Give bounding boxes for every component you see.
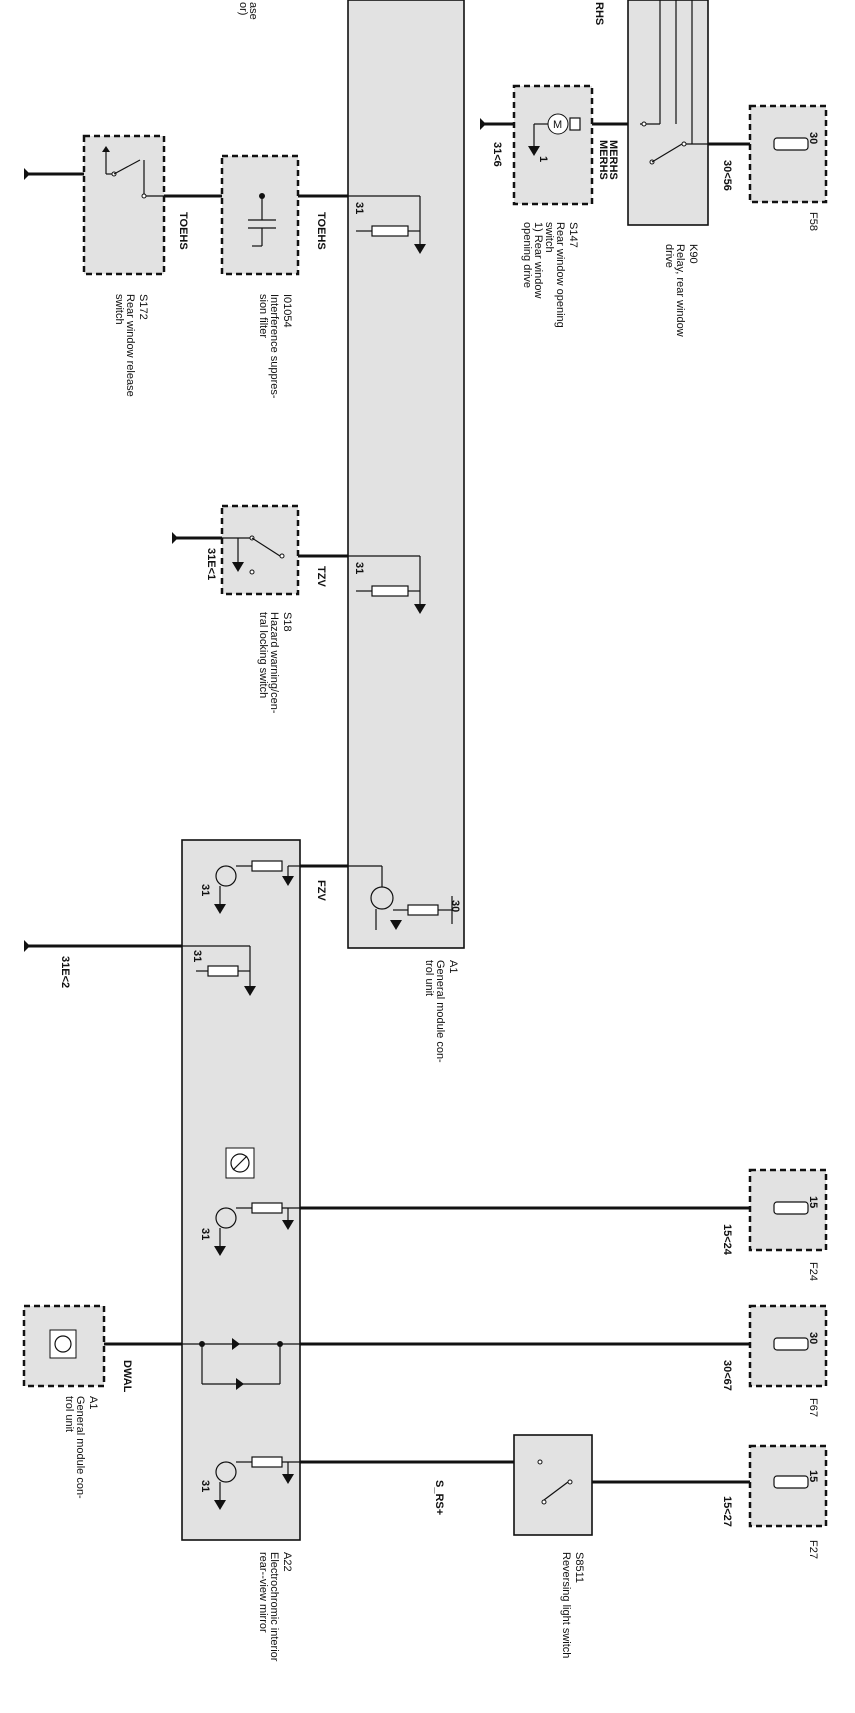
- s18-switch-box: [220, 504, 300, 596]
- s8511-id: S8511: [573, 1552, 585, 1583]
- a22-mirror-icon: [225, 1147, 255, 1179]
- partial-label-2: or): [237, 2, 249, 15]
- s172-desc-1: Rear window release: [124, 294, 136, 397]
- a22-desc-2: rear--view mirror: [257, 1552, 269, 1633]
- s8511-switch-symbol: [537, 1459, 573, 1505]
- s172-switch-box: [82, 134, 166, 276]
- i01054-filter-box: [220, 154, 300, 276]
- wire-label-tzv: TZV: [315, 566, 327, 587]
- a1-pin-31-top: [348, 195, 426, 254]
- a1-pin-31-mid: [348, 555, 426, 614]
- f27-id: F27: [807, 1540, 819, 1559]
- partial-label-1: ase: [247, 2, 259, 20]
- pin-31-a: 31: [353, 202, 365, 214]
- s172-switch-symbol: [102, 146, 164, 199]
- a1b-module-icon: [49, 1329, 77, 1359]
- a1-desc-2: trol unit: [423, 960, 435, 996]
- i01054-desc-2: sion filter: [257, 294, 269, 338]
- a22-mirror-box: [181, 839, 301, 1541]
- pin-31-a22-3: 31: [199, 1228, 211, 1240]
- terminal-label-30-56: 30<56: [721, 160, 733, 191]
- f24-id: F24: [807, 1262, 819, 1281]
- s147-motor-symbol: M: [528, 113, 581, 156]
- f58-fuse-box: [748, 104, 828, 204]
- s18-desc-1: Hazard warning/cen-: [268, 612, 280, 714]
- a22-transistor-1: [214, 860, 300, 914]
- wire-label-toehs-1: TOEHS: [177, 212, 189, 250]
- wire-label-fzv: FZV: [315, 880, 327, 901]
- f24-fuse-symbol: [773, 1201, 809, 1215]
- f58-id: F58: [807, 212, 819, 231]
- wire-label-dwal: DWAL: [121, 1360, 133, 1393]
- pin-31-b: 31: [353, 562, 365, 574]
- f67-fuse-symbol: [773, 1337, 809, 1351]
- pin-30-f58: 30: [807, 132, 819, 144]
- wire-label-toehs-2: TOEHS: [315, 212, 327, 250]
- s8511-desc-1: Reversing light switch: [560, 1552, 572, 1658]
- f58-fuse-symbol: [773, 137, 809, 151]
- pin-15-f24: 15: [807, 1196, 819, 1208]
- a1b-desc-2: trol unit: [63, 1396, 75, 1432]
- svg-text:M: M: [553, 119, 562, 131]
- pin-15-f27: 15: [807, 1470, 819, 1482]
- s18-switch-symbol: [222, 535, 285, 575]
- f27-fuse-symbol: [773, 1475, 809, 1489]
- s18-desc-2: tral locking switch: [257, 612, 269, 698]
- ground-label-31e-2: 31E<2: [59, 956, 71, 988]
- k90-desc-1: Relay, rear window: [674, 244, 686, 337]
- k90-contact-symbol: [641, 121, 708, 165]
- a1-transistor-symbol: [348, 865, 453, 930]
- a1b-id: A1: [87, 1396, 99, 1409]
- s172-id: S172: [137, 294, 149, 320]
- s147-desc-3: 1) Rear window: [532, 222, 544, 298]
- s147-desc-4: opening drive: [521, 222, 533, 288]
- ground-label-31e-1: 31E<1: [205, 548, 217, 580]
- terminal-label-30-67: 30<67: [721, 1360, 733, 1391]
- a22-transistor-3: [214, 1456, 300, 1510]
- pin-31-a22-4: 31: [199, 1480, 211, 1492]
- partial-label-3: RHS: [593, 2, 605, 25]
- a22-transistor-2: [214, 1202, 300, 1256]
- a22-id: A22: [281, 1552, 293, 1572]
- s147-desc-2: switch: [543, 222, 555, 253]
- i01054-id: I01054: [281, 294, 293, 328]
- k90-id: K90: [687, 244, 699, 264]
- wire-label-merhs-2: MERHS: [607, 140, 619, 180]
- s8511-switch-box: [513, 1434, 593, 1536]
- ground-label-31-6: 31<6: [491, 142, 503, 167]
- s18-id: S18: [281, 612, 293, 632]
- a1-module-box: [347, 0, 465, 949]
- k90-relay-box: [627, 0, 709, 226]
- a22-desc-1: Electrochromic interior: [268, 1552, 280, 1662]
- f67-id: F67: [807, 1398, 819, 1417]
- a1b-desc-1: General module con-: [74, 1396, 86, 1499]
- a1-id: A1: [447, 960, 459, 973]
- s147-id: S147: [567, 222, 579, 248]
- s172-desc-2: switch: [113, 294, 125, 325]
- pin-30-f67: 30: [807, 1332, 819, 1344]
- s147-pin-1: 1: [537, 156, 549, 162]
- i01054-desc-1: Interference suppres-: [268, 294, 280, 399]
- a1-desc-1: General module con-: [434, 960, 446, 1063]
- terminal-label-15-27: 15<27: [721, 1496, 733, 1527]
- pin-31-a22-2: 31: [191, 950, 203, 962]
- s147-desc-1: Rear window opening: [554, 222, 566, 328]
- k90-desc-2: drive: [663, 244, 675, 268]
- a22-diode-block: [182, 1338, 300, 1390]
- s147-switch-box: [512, 84, 594, 206]
- pin-31-a22-1: 31: [199, 884, 211, 896]
- a22-ground-resistor: [182, 945, 256, 996]
- wire-label-s-rs: S_RS+: [433, 1480, 445, 1515]
- i01054-filter-symbol: [248, 193, 276, 247]
- terminal-label-15-24: 15<24: [721, 1224, 733, 1256]
- wire-label-merhs-1: MERHS: [597, 140, 609, 180]
- pin-30-a1: 30: [449, 900, 461, 912]
